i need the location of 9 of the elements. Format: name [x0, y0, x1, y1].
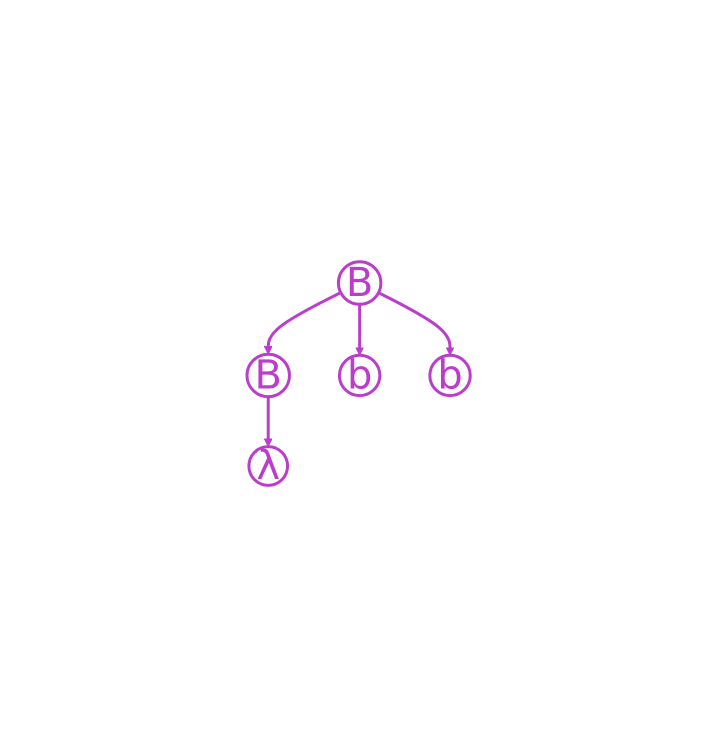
- arrow: [264, 396, 273, 448]
- node-circle: b: [338, 354, 382, 398]
- node-circle: λ: [248, 445, 290, 487]
- node-circle: b: [428, 354, 472, 398]
- arrow: [378, 291, 455, 356]
- arrow: [264, 291, 342, 355]
- node-circle: B: [246, 352, 292, 398]
- node-circle: B: [337, 260, 383, 306]
- arrow: [356, 304, 364, 356]
